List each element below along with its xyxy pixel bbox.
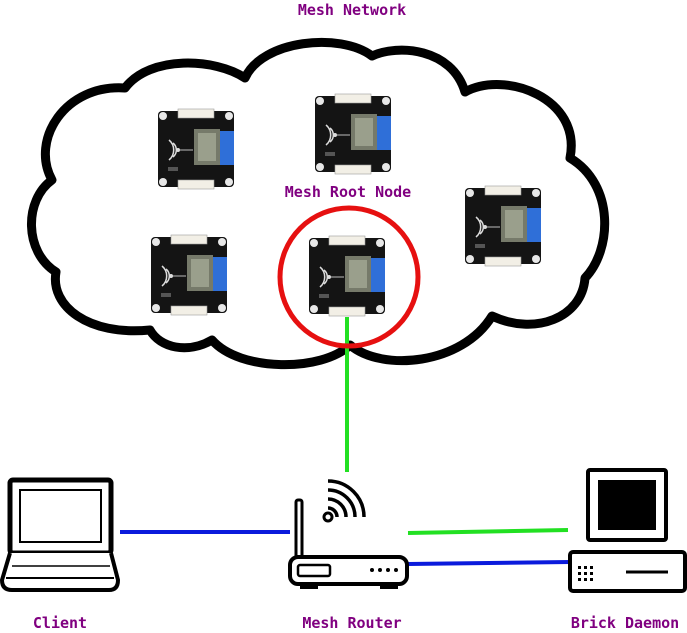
- router-to-daemon-ethernet-link: [407, 560, 571, 566]
- mesh-node-4: [150, 234, 228, 316]
- mesh-root-node: [308, 235, 386, 317]
- desktop-computer-icon: [568, 468, 687, 593]
- mesh-node-2: [314, 93, 392, 175]
- router-to-daemon-wifi-link: [407, 528, 569, 535]
- laptop-icon: [0, 477, 121, 592]
- mesh-router-label: Mesh Router: [302, 614, 401, 632]
- client-label: Client: [33, 614, 87, 632]
- mesh-root-node-label: Mesh Root Node: [285, 183, 411, 201]
- mesh-network-label: Mesh Network: [298, 1, 406, 19]
- brick-daemon-label: Brick Daemon: [571, 614, 679, 632]
- mesh-node-3: [464, 185, 542, 267]
- mesh-node-1: [157, 108, 235, 190]
- router-icon: [288, 479, 409, 589]
- root-highlight-ring: [277, 205, 421, 349]
